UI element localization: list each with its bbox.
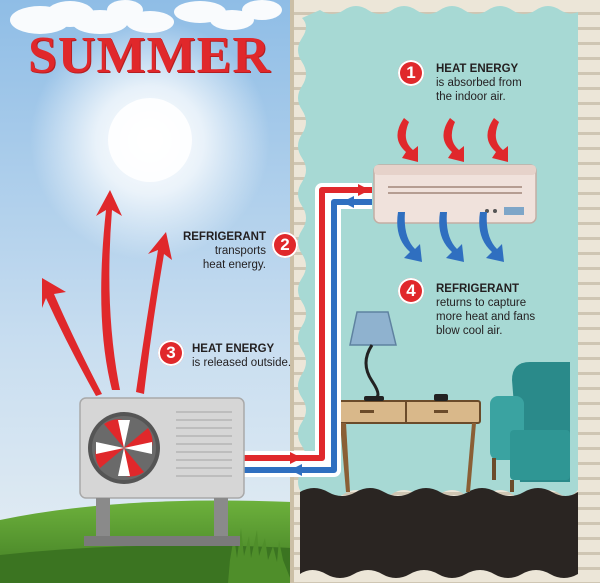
step-4-line1: returns to capture [436,297,527,309]
step-2-heading: REFRIGERANT [182,231,266,243]
step-3-badge: 3 [158,340,184,366]
cool-arrow-icon [397,212,504,262]
step-4-label: REFRIGERANT returns to capture more heat… [436,282,535,338]
step-1-label: HEAT ENERGY is absorbed from the indoor … [436,62,522,104]
step-4-heading: REFRIGERANT [436,283,520,295]
step-2-label: REFRIGERANT transports heat energy. [180,230,266,272]
step-4-line3: blow cool air. [436,325,503,337]
lamp-icon [349,311,397,401]
outdoor-unit-icon [79,397,245,546]
step-3-heading: HEAT ENERGY [192,343,275,355]
step-2-badge: 2 [272,232,298,258]
step-1-badge: 1 [398,60,424,86]
step-4-badge: 4 [398,278,424,304]
step-2-line1: transports [214,245,266,257]
step-1-heading: HEAT ENERGY [436,63,519,75]
sun-icon [30,20,270,260]
step-3-label: HEAT ENERGY is released outside. [192,342,291,370]
step-1-line1: is absorbed from [436,77,522,89]
step-2-line2: heat energy. [202,259,266,271]
step-1-line2: the indoor air. [436,91,506,103]
step-4-line2: more heat and fans [436,311,536,323]
crawl-space [300,488,578,578]
armchair-icon [490,362,570,492]
page-title: SUMMER [28,27,271,84]
refrigerant-pipe-icon [240,183,372,477]
step-3-line1: is released outside. [192,357,292,369]
heat-arrow-icon [397,118,508,162]
heat-arrow-icon [42,190,172,396]
indoor-unit-icon [373,164,537,224]
